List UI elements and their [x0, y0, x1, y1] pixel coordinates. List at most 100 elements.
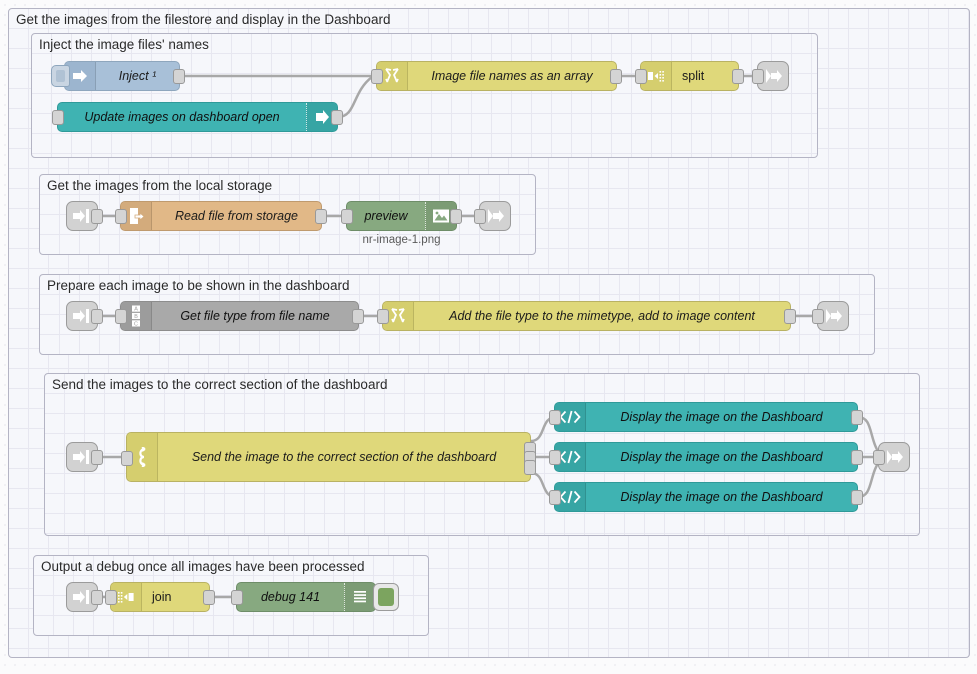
port-out[interactable] [91, 450, 103, 465]
node-inject[interactable]: Inject ¹ [51, 61, 185, 91]
node-add-mimetype-label: Add the file type to the mimetype, add t… [449, 309, 755, 323]
port-out[interactable] [91, 209, 103, 224]
template-abc-icon: A B C [121, 302, 152, 330]
node-join[interactable]: join [105, 582, 215, 612]
port-in[interactable] [231, 590, 243, 605]
svg-text:A: A [134, 307, 138, 313]
file-arrow-icon-svg [130, 208, 145, 224]
port-in[interactable] [115, 309, 127, 324]
port-in[interactable] [371, 69, 383, 84]
group-local-storage-label: Get the images from the local storage [47, 178, 273, 193]
node-get-file-type[interactable]: A B C Get file type from file name [115, 301, 364, 331]
node-debug[interactable]: debug 141 [231, 582, 399, 612]
port-out[interactable] [851, 410, 863, 425]
port-out[interactable] [851, 450, 863, 465]
port-out[interactable] [450, 209, 462, 224]
node-join-label: join [152, 590, 172, 604]
port-out[interactable] [173, 69, 185, 84]
node-display-3-label: Display the image on the Dashboard [620, 490, 823, 504]
link-in-icon [73, 450, 89, 464]
template-abc-icon-svg: A B C [132, 305, 140, 327]
port-out[interactable] [610, 69, 622, 84]
port-out[interactable] [732, 69, 744, 84]
port-in[interactable] [549, 450, 561, 465]
node-update-images-label: Update images on dashboard open [84, 110, 280, 124]
port-in[interactable] [121, 451, 133, 466]
node-image-file-names-label: Image file names as an array [431, 69, 593, 83]
port-out[interactable] [315, 209, 327, 224]
node-read-file-label: Read file from storage [175, 209, 298, 223]
port-in[interactable] [52, 110, 64, 125]
group-prepare-label: Prepare each image to be shown in the da… [47, 278, 350, 293]
link-out-icon [766, 69, 782, 83]
link-out-3[interactable] [812, 301, 849, 331]
switch-fork-icon-svg [139, 447, 146, 467]
port-out[interactable] [91, 309, 103, 324]
port-in[interactable] [341, 209, 353, 224]
port-in[interactable] [812, 309, 824, 324]
link-out-1[interactable] [752, 61, 789, 91]
node-image-file-names[interactable]: Image file names as an array [371, 61, 622, 91]
code-brackets-icon-svg [559, 410, 581, 424]
link-in-5[interactable] [66, 582, 103, 612]
image-icon-svg [433, 209, 449, 223]
port-out[interactable] [784, 309, 796, 324]
port-in[interactable] [549, 490, 561, 505]
debug-lines-icon-svg [354, 591, 366, 603]
port-out[interactable] [203, 590, 215, 605]
node-read-file[interactable]: Read file from storage [115, 201, 327, 231]
node-display-3[interactable]: Display the image on the Dashboard [549, 482, 863, 512]
node-preview[interactable]: preview [341, 201, 462, 231]
node-display-1[interactable]: Display the image on the Dashboard [549, 402, 863, 432]
link-in-4[interactable] [66, 442, 103, 472]
inject-arrow-icon [65, 62, 96, 90]
debug-toggle-button[interactable] [373, 583, 399, 611]
split-icon-svg [648, 71, 664, 82]
group-debug-label: Output a debug once all images have been… [41, 559, 365, 574]
node-switch-section[interactable]: Send the image to the correct section of… [121, 432, 536, 482]
join-icon-svg [118, 592, 134, 603]
node-split[interactable]: split [635, 61, 744, 91]
node-display-2-label: Display the image on the Dashboard [620, 450, 823, 464]
port-in[interactable] [377, 309, 389, 324]
port-out[interactable] [331, 110, 343, 125]
port-in[interactable] [549, 410, 561, 425]
change-swap-icon-svg [385, 68, 399, 83]
port-in[interactable] [635, 69, 647, 84]
code-brackets-icon-svg [559, 490, 581, 504]
link-in-2[interactable] [66, 201, 103, 231]
node-display-2[interactable]: Display the image on the Dashboard [549, 442, 863, 472]
port-out[interactable] [91, 590, 103, 605]
node-debug-label: debug 141 [260, 590, 321, 604]
link-out-4[interactable] [873, 442, 910, 472]
port-in[interactable] [474, 209, 486, 224]
inject-trigger-button[interactable] [51, 65, 70, 87]
inject-arrow-icon-svg [73, 70, 87, 82]
code-brackets-icon-svg [559, 450, 581, 464]
port-out[interactable] [851, 490, 863, 505]
group-send-label: Send the images to the correct section o… [52, 377, 388, 392]
node-preview-label: preview [364, 209, 408, 223]
link-in-3[interactable] [66, 301, 103, 331]
port-in[interactable] [115, 209, 127, 224]
node-add-mimetype[interactable]: Add the file type to the mimetype, add t… [377, 301, 796, 331]
port-in[interactable] [105, 590, 117, 605]
link-in-icon [73, 309, 89, 323]
node-inject-label: Inject ¹ [118, 69, 157, 83]
link-out-icon [488, 209, 504, 223]
svg-text:B: B [134, 314, 138, 320]
link-in-icon [73, 209, 89, 223]
port-in[interactable] [873, 450, 885, 465]
port-out-3[interactable] [524, 460, 536, 475]
group-inject[interactable]: Inject the image files' names [31, 33, 818, 158]
group-inject-label: Inject the image files' names [39, 37, 209, 52]
node-switch-section-label: Send the image to the correct section of… [191, 450, 497, 464]
port-out[interactable] [352, 309, 364, 324]
link-out-2[interactable] [474, 201, 511, 231]
port-in[interactable] [752, 69, 764, 84]
link-out-icon [826, 309, 842, 323]
group-outer-label: Get the images from the filestore and di… [16, 12, 391, 27]
node-preview-sublabel: nr-image-1.png [362, 234, 441, 246]
node-update-images[interactable]: Update images on dashboard open [52, 102, 343, 132]
